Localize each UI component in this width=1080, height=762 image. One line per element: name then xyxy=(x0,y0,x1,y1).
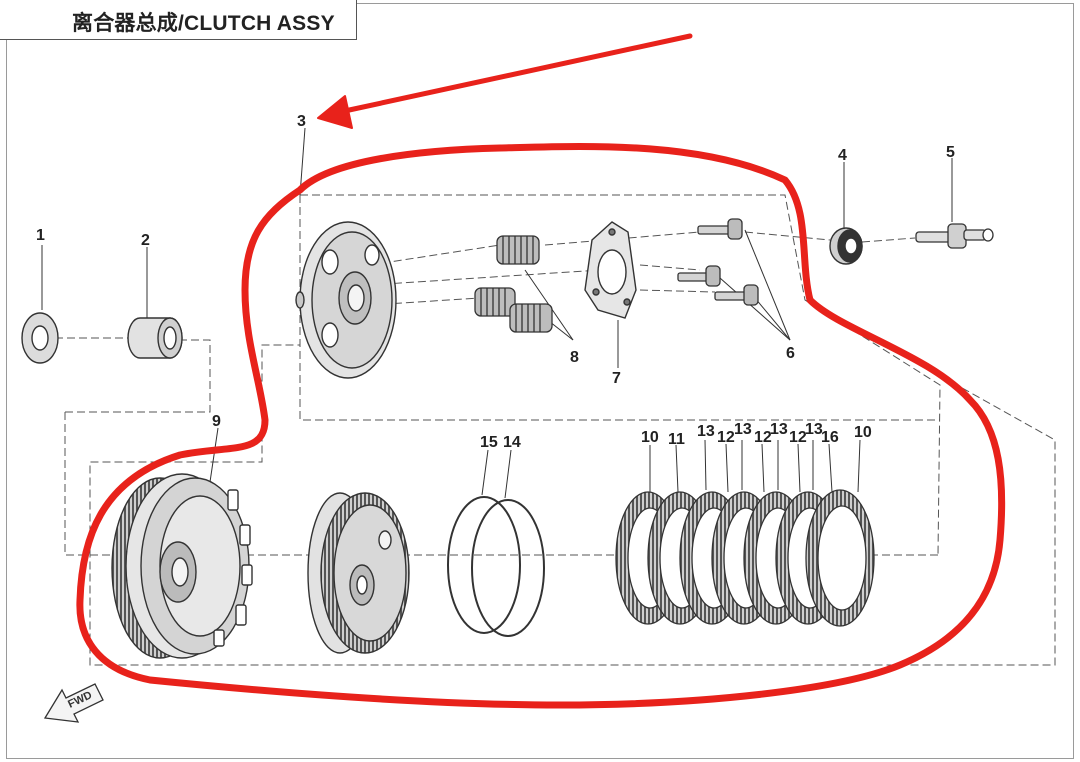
callout-12b: 12 xyxy=(754,429,772,446)
diagram-title: 离合器总成/CLUTCH ASSY xyxy=(72,12,335,35)
red-markup xyxy=(76,33,1006,709)
callout-2: 2 xyxy=(141,232,150,249)
part-9-clutch-basket xyxy=(111,473,253,659)
callout-13b: 13 xyxy=(734,421,752,438)
clutch-hub xyxy=(307,492,410,654)
callout-13d: 13 xyxy=(805,421,823,438)
part-7-lifter-plate xyxy=(584,221,637,319)
callout-4: 4 xyxy=(838,147,847,164)
callouts: 1 2 3 4 5 6 7 8 9 10 11 13 12 13 12 13 1… xyxy=(36,113,955,451)
callout-11: 11 xyxy=(668,431,685,448)
title-box: 离合器总成/CLUTCH ASSY xyxy=(0,0,357,40)
callout-6: 6 xyxy=(786,345,795,362)
callout-14: 14 xyxy=(503,434,521,451)
callout-9: 9 xyxy=(212,413,221,430)
callout-5: 5 xyxy=(946,144,955,161)
part-4-bearing xyxy=(829,227,863,265)
callout-8: 8 xyxy=(570,349,579,366)
callout-7: 7 xyxy=(612,370,621,387)
part-2-bushing xyxy=(127,317,183,359)
callout-12a: 12 xyxy=(717,429,735,446)
callout-16: 16 xyxy=(821,429,839,446)
callout-13a: 13 xyxy=(697,423,715,440)
part-5-push-rod xyxy=(915,223,994,249)
callout-3: 3 xyxy=(297,113,306,130)
callout-15: 15 xyxy=(480,434,498,451)
parts-15-14-rings xyxy=(447,496,545,637)
callout-13c: 13 xyxy=(770,421,788,438)
red-pointer-arrow-icon xyxy=(317,33,693,129)
part-8-springs xyxy=(474,235,553,333)
leader-lines xyxy=(41,127,953,499)
red-highlight-outline xyxy=(76,142,1006,709)
fwd-arrow-icon: FWD xyxy=(43,683,104,723)
assembly-guide-lines xyxy=(55,194,1056,666)
callout-12c: 12 xyxy=(789,429,807,446)
part-6-bolts xyxy=(677,218,759,306)
callout-10a: 10 xyxy=(641,429,659,446)
part-3-pressure-plate xyxy=(295,221,397,379)
callout-10b: 10 xyxy=(854,424,872,441)
clutch-plates xyxy=(615,489,875,627)
part-1-washer xyxy=(21,312,59,364)
callout-1: 1 xyxy=(36,227,45,244)
